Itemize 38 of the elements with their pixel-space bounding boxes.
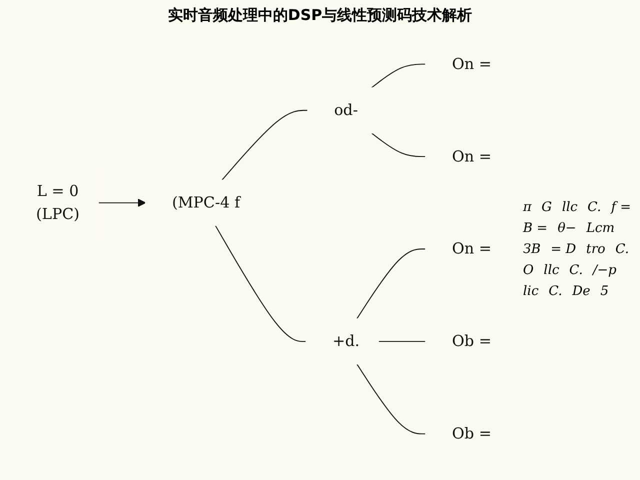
formula-text: 5 — [599, 282, 610, 300]
formula-text: C. — [586, 198, 602, 216]
node-text: +d. — [332, 332, 360, 350]
formula-text: G — [540, 198, 553, 216]
formula-text: C. — [614, 240, 630, 258]
formula-text: llc — [560, 198, 579, 216]
connector — [356, 364, 426, 434]
formula-text: De — [571, 282, 592, 300]
connector — [356, 248, 426, 320]
node-text: Ob = — [452, 424, 492, 442]
connector — [371, 64, 426, 88]
formula-text: C. — [548, 282, 564, 300]
formula-text: π — [522, 198, 533, 216]
node-text: L = 0 (LPC) — [36, 182, 80, 223]
node-text: On = — [452, 240, 492, 258]
formula-text: Lcm — [585, 220, 616, 236]
arrow — [98, 198, 146, 207]
node-text: (MPC-4 f — [172, 193, 240, 212]
formula-text: = D — [550, 240, 578, 258]
node-text: od- — [334, 100, 358, 119]
formula-text: /−p — [591, 262, 618, 278]
title: 实时音频处理中的DSP与线性预测码技术解析 — [166, 6, 474, 25]
node-text: Ob = — [452, 332, 492, 350]
connector — [221, 110, 308, 181]
formula-text: lic — [522, 282, 540, 300]
formula-text: C. — [568, 262, 584, 278]
formula-text: llc — [542, 262, 560, 278]
connector — [378, 340, 426, 342]
formula-text: f = — [609, 198, 632, 216]
connector — [371, 132, 426, 158]
formula-text: O — [522, 262, 535, 278]
node-text: On = — [452, 147, 492, 166]
formula-text: ЗВ — [522, 240, 542, 258]
connector — [214, 224, 307, 342]
formula-text: B = — [522, 220, 549, 236]
formula-text: tro — [585, 240, 606, 258]
formula-text: θ− — [556, 220, 578, 236]
node-text: On = — [452, 54, 492, 73]
